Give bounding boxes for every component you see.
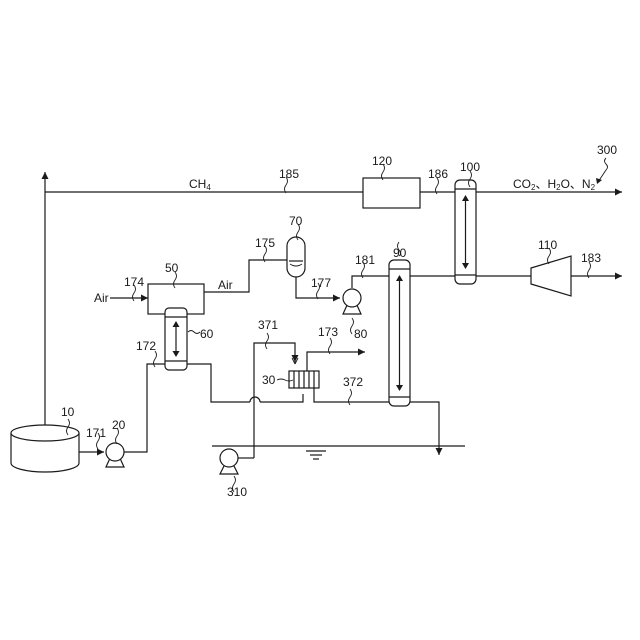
pump-80-label: 80	[354, 327, 368, 341]
stream-172-label: 172	[136, 339, 156, 353]
line-hx60-out	[187, 364, 250, 402]
ch4-label: CH4	[189, 177, 211, 192]
column-100-label: 100	[460, 160, 480, 174]
turbine-110	[531, 256, 571, 296]
stream-177-label: 177	[311, 276, 331, 290]
column-100	[455, 180, 476, 284]
stream-371-label: 371	[258, 318, 278, 332]
hx-60-label: 60	[200, 327, 214, 341]
pump-310-label: 310	[227, 485, 247, 499]
reactor-50-label: 50	[165, 261, 179, 275]
stream-183-label: 183	[581, 251, 601, 265]
vessel-70-label: 70	[289, 214, 303, 228]
column-90	[389, 260, 410, 406]
air-out-label: Air	[218, 278, 233, 292]
vessel-70	[287, 237, 305, 277]
tank-10-label: 10	[61, 405, 75, 419]
stream-173-label: 173	[318, 325, 338, 339]
stream-186-label: 186	[428, 167, 448, 181]
stream-175-label: 175	[255, 236, 275, 250]
turbine-110-label: 110	[538, 238, 557, 252]
hx-30-label: 30	[262, 373, 276, 387]
figure-ref-label: 300	[597, 143, 617, 157]
stream-174-label: 174	[124, 275, 144, 289]
exhaust-label: CO2、H2O、N2	[513, 177, 596, 192]
line-181	[352, 276, 389, 288]
tank-10	[11, 425, 79, 472]
line-173	[307, 352, 365, 371]
line-175	[204, 260, 287, 292]
line-172	[124, 364, 165, 452]
piping	[45, 172, 622, 459]
air-in-label: Air	[94, 291, 109, 305]
line-hop	[250, 397, 260, 402]
stream-171-label: 171	[86, 426, 106, 440]
stream-185-label: 185	[279, 167, 299, 181]
heat-exchanger-30	[289, 358, 319, 388]
heat-exchanger-60	[165, 308, 187, 370]
stream-181-label: 181	[355, 253, 375, 267]
pump-80	[343, 289, 361, 314]
column-90-label: 90	[393, 246, 407, 260]
pump-310	[220, 449, 254, 474]
pump-20-label: 20	[112, 418, 126, 432]
unit-120	[363, 178, 420, 208]
line-372	[314, 388, 439, 455]
pump-20	[106, 443, 124, 467]
unit-120-label: 120	[372, 154, 392, 168]
line-to-hx30	[260, 394, 303, 402]
stream-372-label: 372	[343, 375, 363, 389]
